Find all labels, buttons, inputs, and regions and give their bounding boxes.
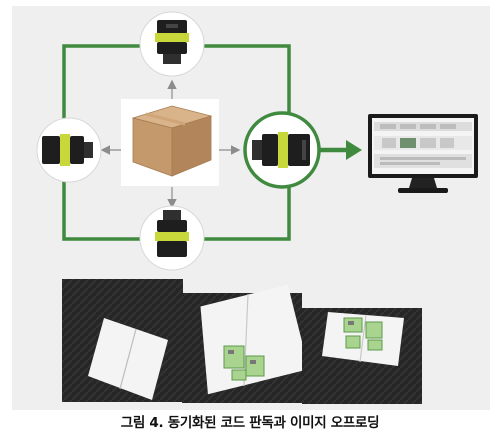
captured-image-3 [302,308,422,404]
camera-top-icon [139,11,205,77]
camera-right-primary-icon [243,111,321,189]
cardboard-box-icon [121,99,219,186]
camera-bottom-icon [139,205,205,271]
camera-left-icon [36,117,102,183]
captured-image-1 [62,279,183,402]
captured-image-2 [182,284,309,403]
pc-monitor-icon [368,114,478,193]
output-arrow [316,140,362,160]
figure-caption: 그림 4. 동기화된 코드 판독과 이미지 오프로딩 [120,415,380,431]
